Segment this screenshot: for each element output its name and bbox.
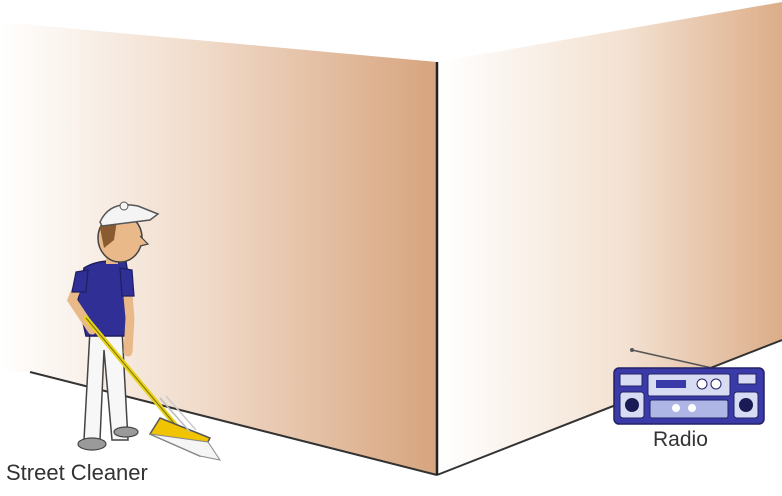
street-cleaner-label: Street Cleaner: [6, 460, 148, 486]
left-wall: [0, 22, 437, 475]
radio-label: Radio: [653, 428, 708, 452]
